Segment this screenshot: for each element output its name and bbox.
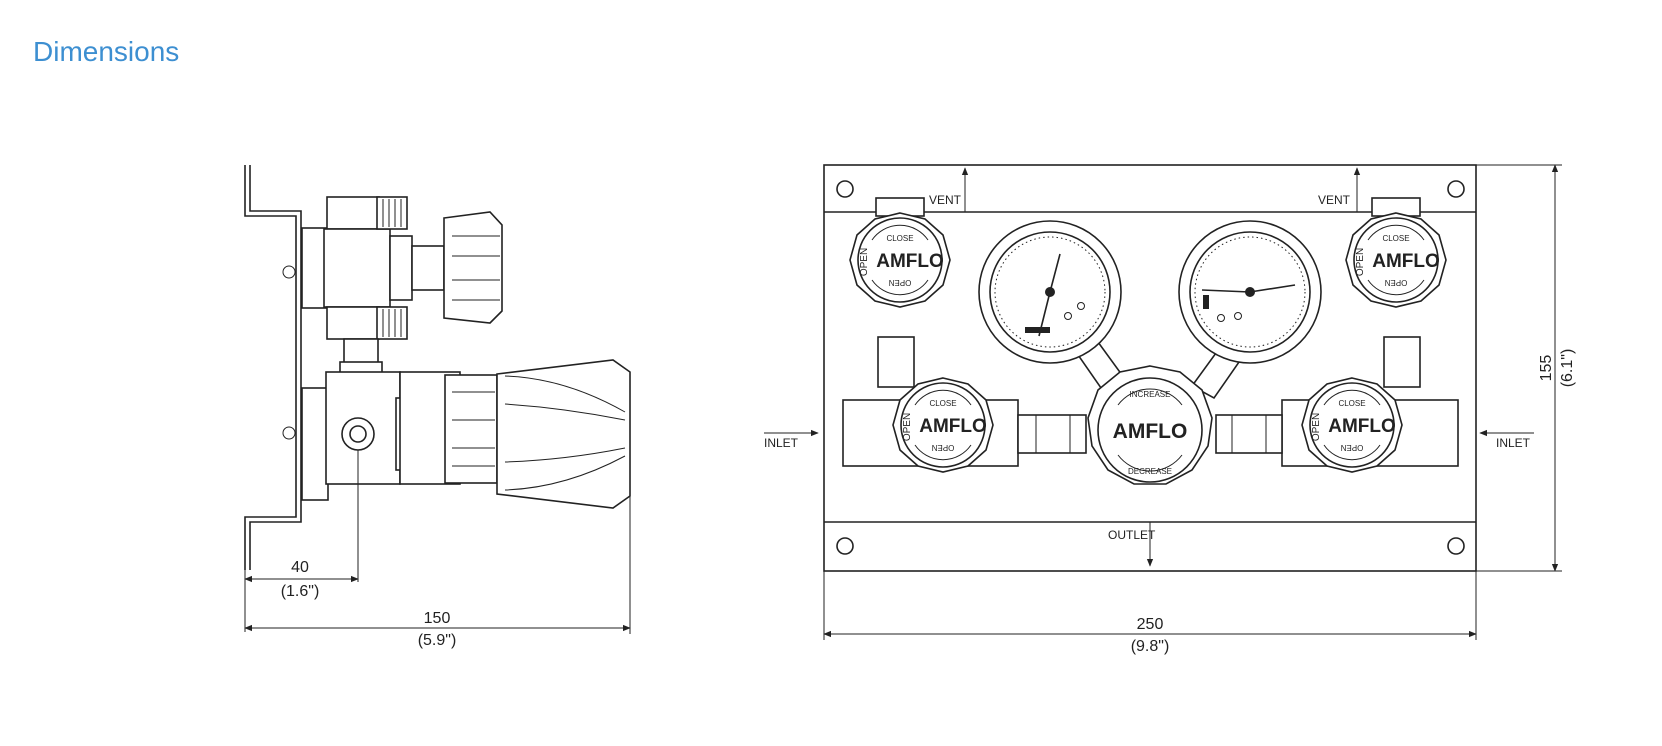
dimension-150-value: 150 (424, 610, 451, 627)
svg-text:OPEN: OPEN (1355, 248, 1366, 276)
dimension-155-imperial: (6.1") (1559, 349, 1576, 388)
inlet-label-left: INLET (764, 436, 799, 450)
svg-text:OPEN: OPEN (1340, 443, 1363, 452)
valve-knob-lower-left: CLOSE OPEN OPEN AMFLO (892, 377, 994, 473)
dimension-250: 250 (9.8") (823, 571, 1477, 655)
dimension-155: 155 (6.1") (1476, 164, 1576, 572)
svg-text:OPEN: OPEN (888, 278, 911, 287)
valve-knob-upper-right: CLOSE OPEN OPEN AMFLO (1345, 212, 1447, 308)
svg-text:OPEN: OPEN (859, 248, 870, 276)
pressure-gauge-right (1178, 220, 1322, 364)
inlet-label-right: INLET (1496, 436, 1531, 450)
side-lower-regulator (301, 359, 631, 509)
decrease-label: DECREASE (1128, 467, 1172, 476)
dimension-250-imperial: (9.8") (1131, 638, 1170, 655)
dimension-150-imperial: (5.9") (418, 632, 457, 649)
mounting-hole (1447, 180, 1465, 198)
dimension-155-value: 155 (1538, 355, 1555, 382)
svg-text:OPEN: OPEN (1311, 413, 1322, 441)
mounting-hole (836, 537, 854, 555)
valve-knob-upper-left: CLOSE OPEN OPEN AMFLO (849, 212, 951, 308)
svg-text:OPEN: OPEN (931, 443, 954, 452)
amflo-logo: AMFLO (1372, 251, 1440, 272)
outlet-label: OUTLET (1108, 528, 1156, 542)
dimension-40-imperial: (1.6") (281, 583, 320, 600)
dimension-250-value: 250 (1137, 616, 1164, 633)
vent-label-left: VENT (929, 193, 962, 207)
regulator-knob-center: INCREASE DECREASE AMFLO (1087, 365, 1213, 485)
valve-knob-lower-right: CLOSE OPEN OPEN AMFLO (1301, 377, 1403, 473)
amflo-logo: AMFLO (919, 416, 987, 437)
front-view: VENT VENT INLET INLET OUTLET (764, 164, 1576, 655)
increase-label: INCREASE (1130, 390, 1171, 399)
amflo-logo: AMFLO (1328, 416, 1396, 437)
pressure-gauge-left (978, 220, 1122, 364)
amflo-logo: AMFLO (876, 251, 944, 272)
mounting-hole (1447, 537, 1465, 555)
svg-text:CLOSE: CLOSE (929, 399, 956, 408)
dimension-40-value: 40 (291, 559, 309, 576)
mounting-hole (836, 180, 854, 198)
svg-text:CLOSE: CLOSE (886, 234, 913, 243)
svg-text:OPEN: OPEN (902, 413, 913, 441)
page-title: Dimensions (33, 36, 180, 67)
svg-text:OPEN: OPEN (1384, 278, 1407, 287)
svg-text:CLOSE: CLOSE (1338, 399, 1365, 408)
vent-label-right: VENT (1318, 193, 1351, 207)
svg-text:CLOSE: CLOSE (1382, 234, 1409, 243)
mounting-panel (823, 164, 1477, 572)
side-upper-valve (301, 196, 503, 340)
dimension-150: 150 (5.9") (244, 496, 631, 649)
mounting-bracket (244, 165, 297, 570)
side-view: 40 (1.6") 150 (5.9") (244, 165, 631, 649)
amflo-logo: AMFLO (1113, 420, 1188, 443)
dimension-40: 40 (1.6") (244, 450, 359, 632)
